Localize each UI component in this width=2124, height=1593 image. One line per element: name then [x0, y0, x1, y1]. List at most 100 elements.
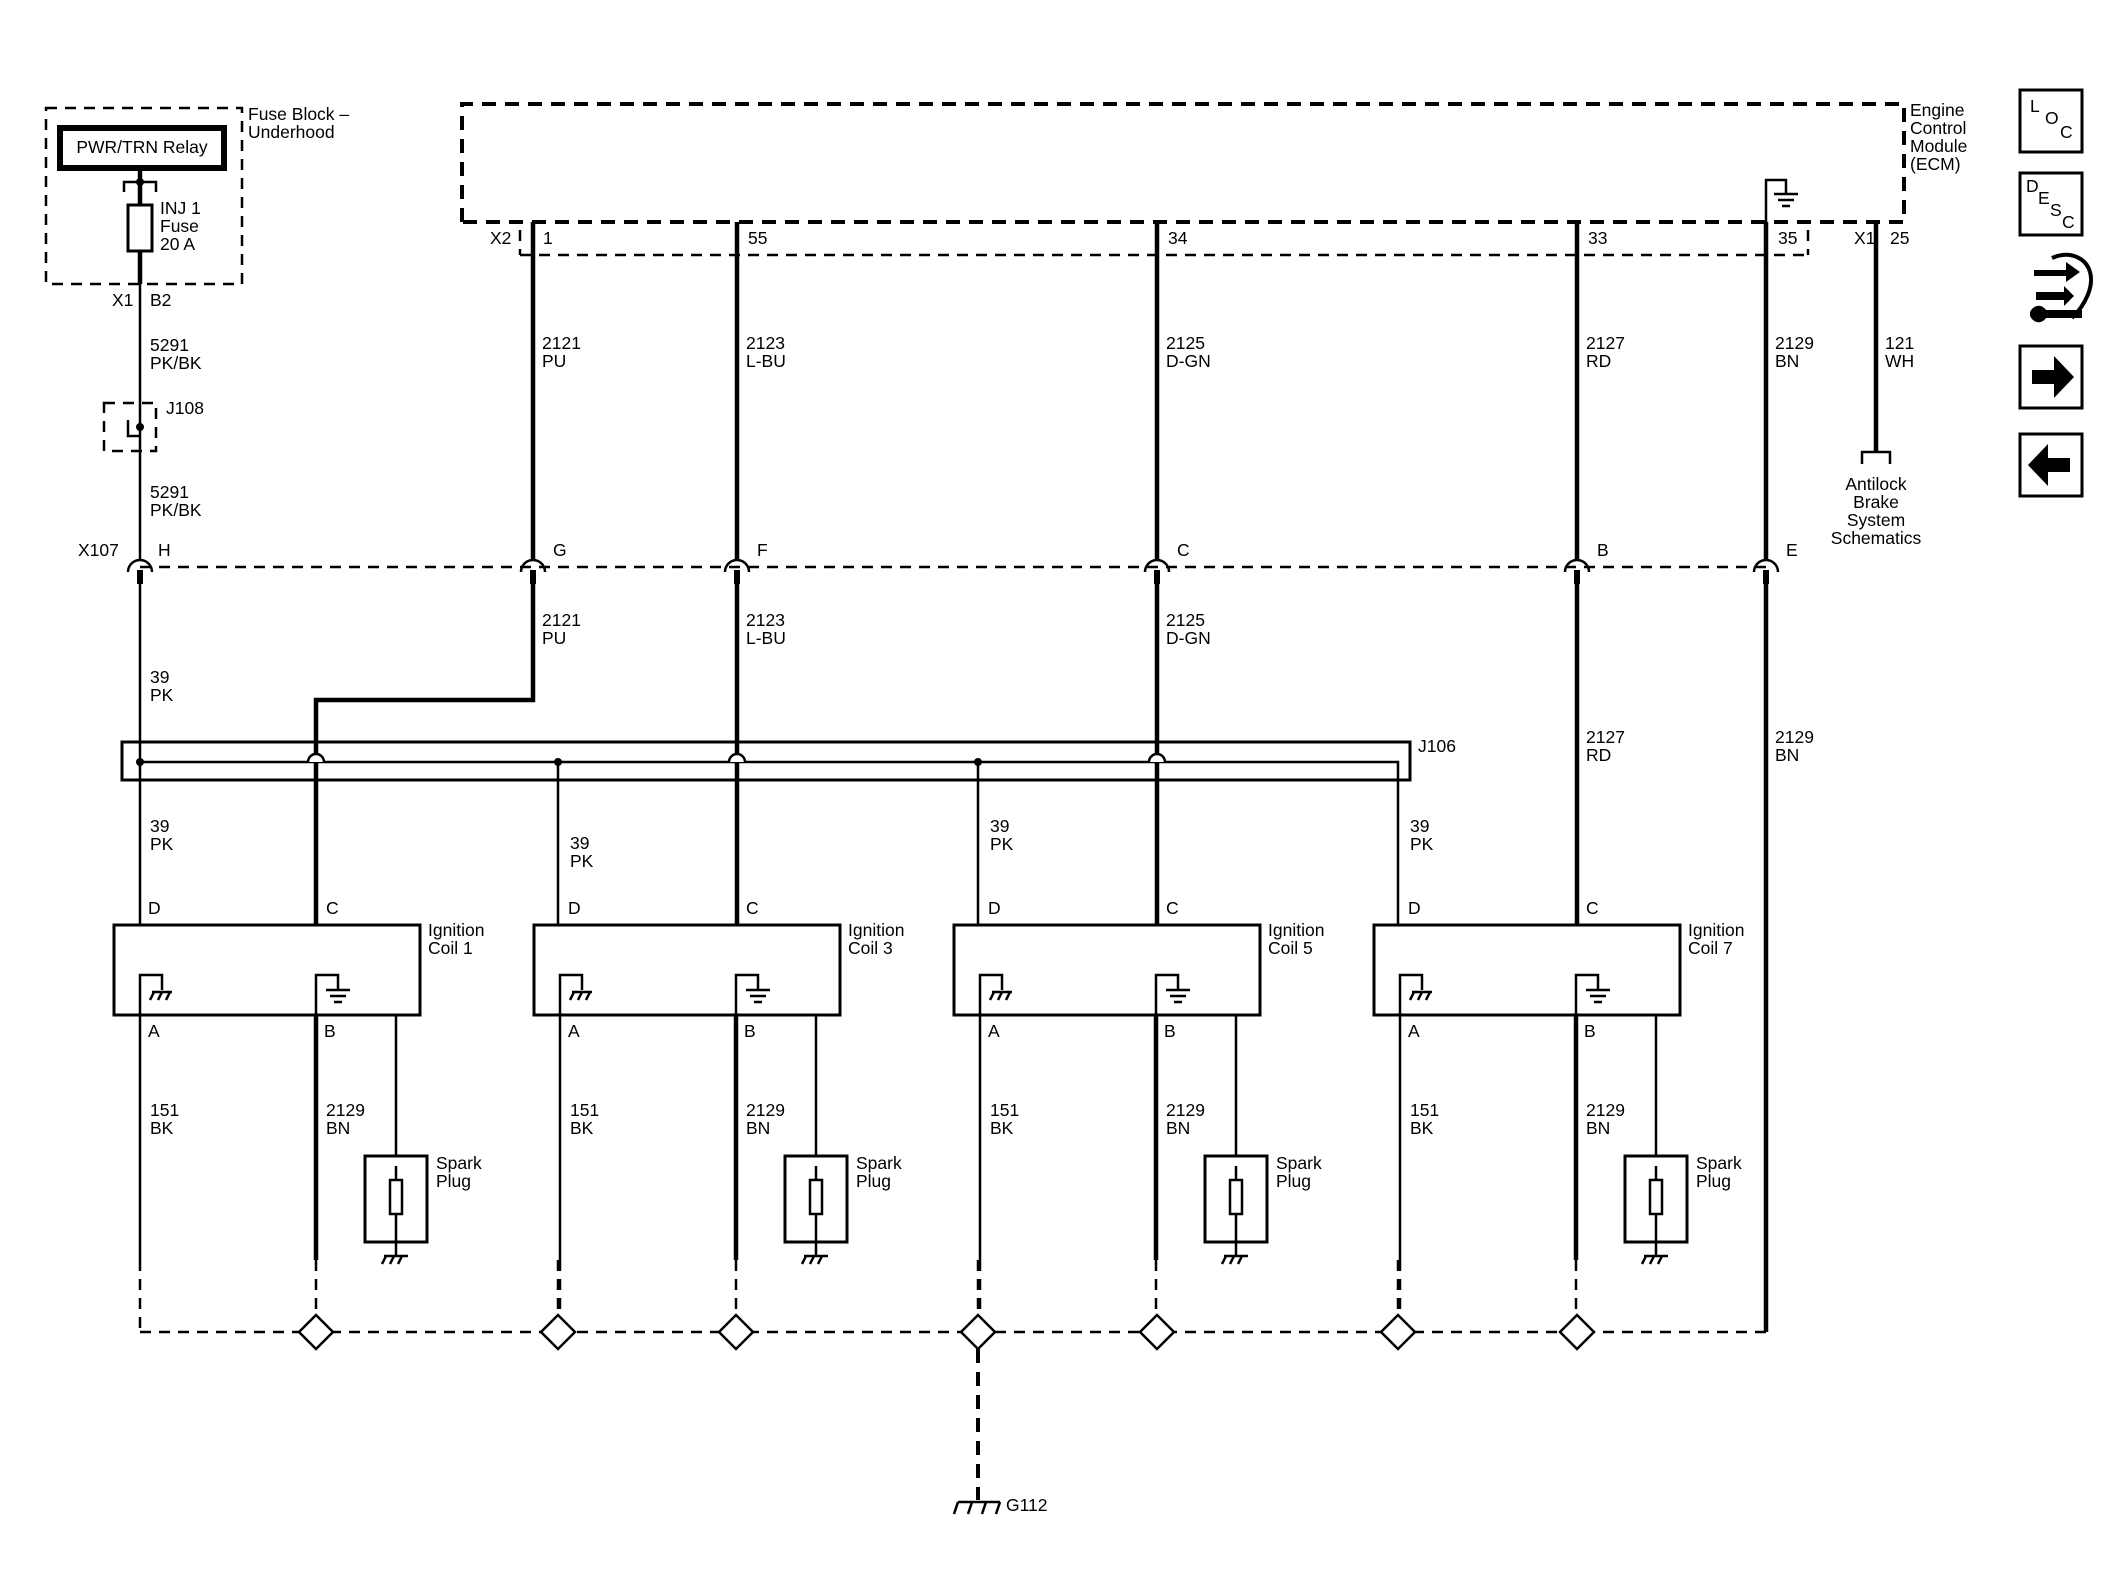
wire-circuit: 39 — [150, 667, 169, 687]
wire-circuit: 2121 — [542, 610, 581, 630]
wire-color: RD — [1586, 745, 1611, 765]
coil-pin-label: D — [568, 898, 581, 918]
wire-circuit: 2125 — [1166, 333, 1205, 353]
ground-bus: G112 — [140, 1330, 1766, 1515]
wire-circuit: 2127 — [1586, 333, 1625, 353]
coil-pin-label: B — [324, 1021, 336, 1041]
fuse-rating: 20 A — [160, 234, 195, 254]
next-arrow-icon[interactable] — [2018, 344, 2084, 410]
feed-wire: 5291 PK/BK J108 5291 PK/BK — [102, 284, 204, 560]
ecm-label: Engine — [1910, 100, 1965, 120]
j108-label: J108 — [166, 398, 204, 418]
loc-letter: C — [2060, 122, 2073, 142]
ecm-x1-label: X1 — [1854, 228, 1875, 248]
x107-pin: C — [1177, 540, 1190, 560]
ecm-pin: 34 — [1168, 228, 1188, 248]
wire-color: D-GN — [1166, 628, 1211, 648]
coil-feed-color: PK — [150, 834, 174, 854]
ecm-pin: 35 — [1778, 228, 1797, 248]
wire-circuit: 2129 — [1775, 727, 1814, 747]
coil-wire-circuit: 151 — [150, 1100, 179, 1120]
connector-tool-icon[interactable] — [2030, 252, 2093, 323]
coil-name: Coil 1 — [428, 938, 473, 958]
desc-icon[interactable]: D E S C — [2018, 171, 2084, 237]
ecm-x2-label: X2 — [490, 228, 511, 248]
x107-pin: F — [757, 540, 768, 560]
wire-color: BN — [1775, 351, 1799, 371]
feed-upper-circuit: 5291 — [150, 335, 189, 355]
coil-feed-circuit: 39 — [150, 816, 169, 836]
x107-connector: X107 H G F C B E — [78, 540, 1798, 584]
coil-wire-circuit: 2129 — [326, 1100, 365, 1120]
x107-label: X107 — [78, 540, 119, 560]
coil-feed-circuit: 39 — [570, 833, 589, 853]
coil-feed-color: PK — [570, 851, 594, 871]
x107-pin: H — [158, 540, 171, 560]
ecm-pin: 33 — [1588, 228, 1607, 248]
coil-name: Coil 5 — [1268, 938, 1313, 958]
coil-pin-label: A — [148, 1021, 160, 1041]
coil-feed-color: PK — [990, 834, 1014, 854]
coil-feed-circuit: 39 — [1410, 816, 1429, 836]
abs-ref-line: Schematics — [1831, 528, 1922, 548]
abs-ref-line: System — [1847, 510, 1905, 530]
wire-color: PU — [542, 351, 566, 371]
fuse-block-label: Fuse Block – — [248, 104, 349, 124]
coil-pin-label: C — [326, 898, 339, 918]
coil-wire-color: BK — [570, 1118, 594, 1138]
wire-color: D-GN — [1166, 351, 1211, 371]
ground-splice-diamond — [959, 1313, 997, 1351]
ground-splice-diamond — [539, 1313, 577, 1351]
spark-plug-label: Spark — [436, 1153, 482, 1173]
j106-label: J106 — [1418, 736, 1456, 756]
ground-splice-diamond — [1558, 1313, 1596, 1351]
spark-plug-label: Plug — [856, 1171, 891, 1191]
coil-wire-color: BN — [326, 1118, 350, 1138]
coil-wire-circuit: 2129 — [746, 1100, 785, 1120]
x107-pin: B — [1597, 540, 1609, 560]
desc-letter: C — [2062, 212, 2075, 232]
abs-schematic-reference[interactable]: Antilock Brake System Schematics — [1831, 474, 1922, 548]
coil-wire-color: BK — [1410, 1118, 1434, 1138]
wire-color: L-BU — [746, 351, 786, 371]
wire-circuit: 2121 — [542, 333, 581, 353]
wire-color: L-BU — [746, 628, 786, 648]
coil-pin-label: C — [1586, 898, 1599, 918]
coil-wire-color: BN — [746, 1118, 770, 1138]
coil-pin-label: C — [1166, 898, 1179, 918]
coil-pin-label: D — [988, 898, 1001, 918]
wire-color: PU — [542, 628, 566, 648]
fuse-block-label-2: Underhood — [248, 122, 335, 142]
coil-name: Coil 7 — [1688, 938, 1733, 958]
abs-ref-line: Antilock — [1845, 474, 1907, 494]
previous-arrow-icon[interactable] — [2018, 432, 2084, 498]
feed-upper-color: PK/BK — [150, 353, 202, 373]
ecm-label-3: Module — [1910, 136, 1967, 156]
coil-pin-label: B — [1584, 1021, 1596, 1041]
loc-icon[interactable]: L O C — [2018, 88, 2084, 154]
coil-wire-color: BN — [1586, 1118, 1610, 1138]
feed-lower-circuit: 5291 — [150, 482, 189, 502]
coil-pin-label: B — [744, 1021, 756, 1041]
coil-wire-circuit: 151 — [990, 1100, 1019, 1120]
coil-pin-label: B — [1164, 1021, 1176, 1041]
mid-wires: 39 PK 2121 PU 2123 L-BU 2125 D-GN 2127 R… — [138, 584, 1814, 1332]
ground-splice-diamond — [297, 1313, 335, 1351]
ground-splice-diamond — [717, 1313, 755, 1351]
fuse-pin-label: B2 — [150, 290, 171, 310]
desc-letter: E — [2038, 188, 2050, 208]
x107-pin: G — [553, 540, 567, 560]
coil-pin-label: A — [568, 1021, 580, 1041]
spark-plug-label: Spark — [856, 1153, 902, 1173]
coil-pin-label: A — [1408, 1021, 1420, 1041]
wire-color: WH — [1885, 351, 1914, 371]
wire-color: RD — [1586, 351, 1611, 371]
j106-splice-pack: J106 — [120, 736, 1456, 925]
coil-wire-circuit: 2129 — [1586, 1100, 1625, 1120]
ecm: Engine Control Module (ECM) X2 X1 1 55 3… — [460, 100, 1967, 257]
coil-feed-circuit: 39 — [990, 816, 1009, 836]
